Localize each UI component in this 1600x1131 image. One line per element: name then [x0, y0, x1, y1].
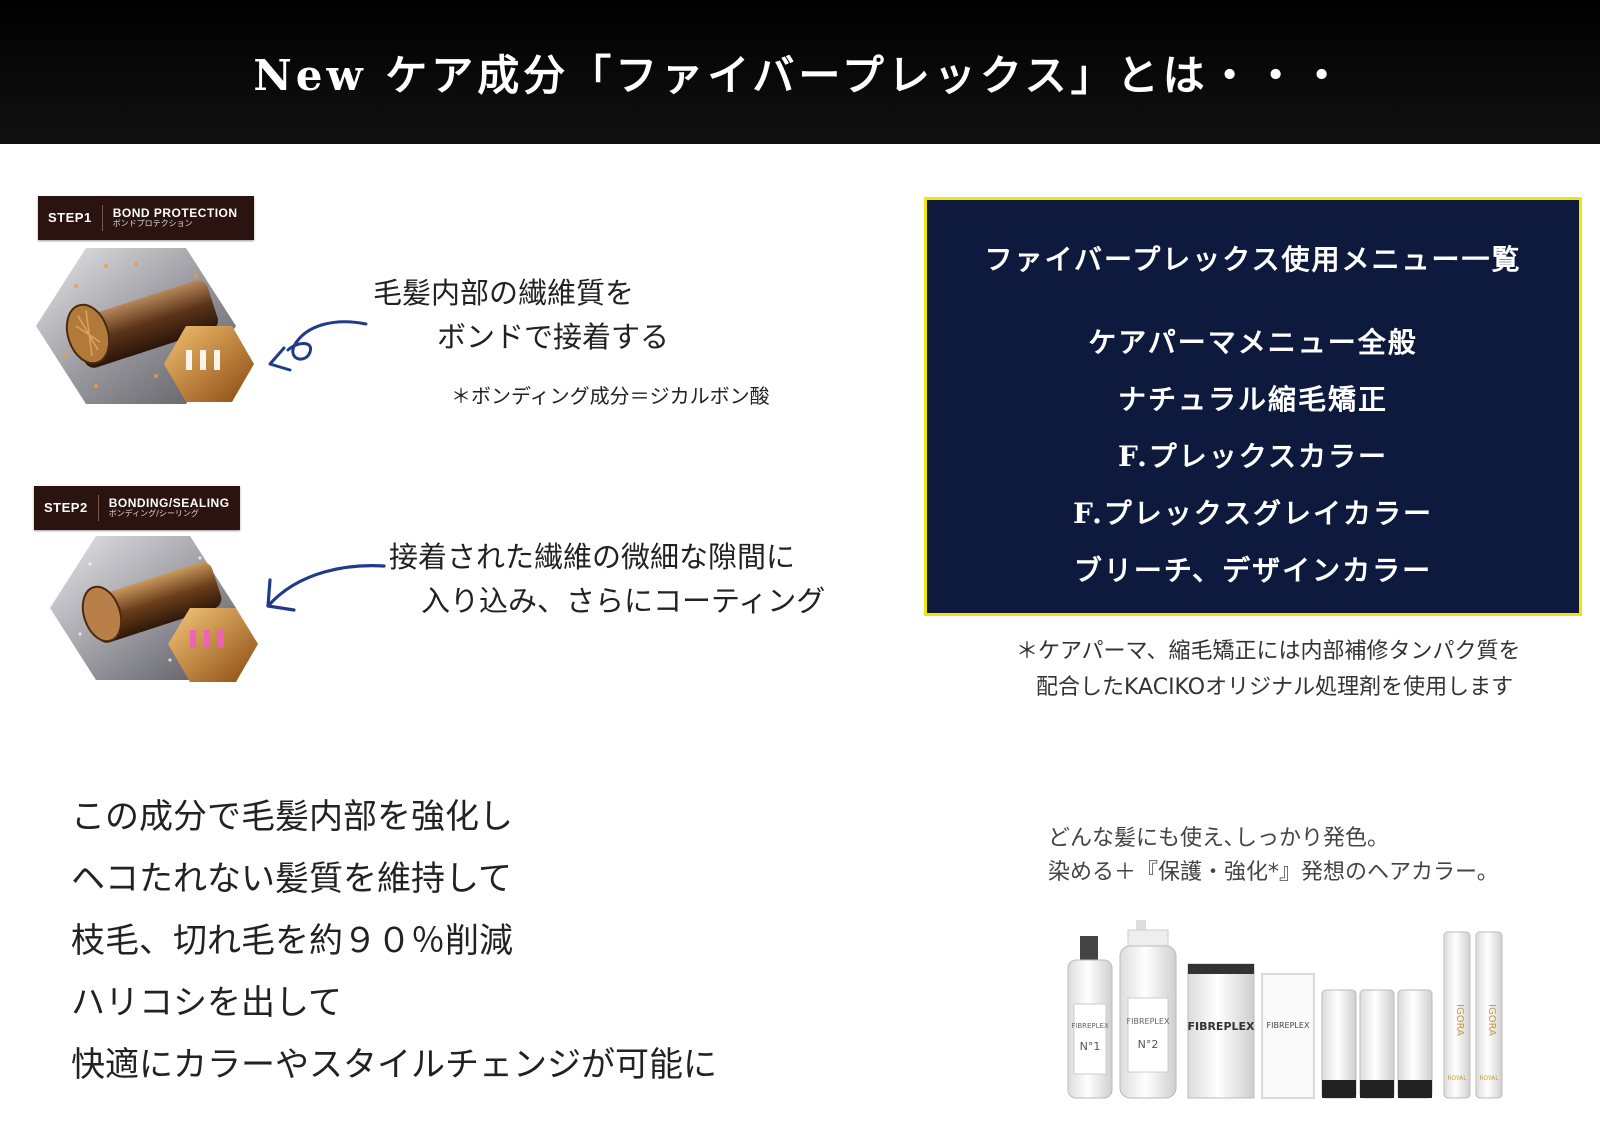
menu-item: ケアパーマメニュー全般	[1088, 326, 1418, 359]
step1-fiber-illustration	[36, 248, 254, 404]
product-tagline: どんな髪にも使え､しっかり発色。 染める＋『保護・強化*』発想のヘアカラー。	[1048, 822, 1499, 890]
benefit-item: 枝毛、切れ毛を約９０％削減	[71, 921, 513, 961]
product-label-no1: N°1	[1080, 1040, 1101, 1053]
step2-badge: STEP2 BONDING/SEALING ボンディング/シーリング	[34, 486, 240, 530]
product-label-royal: ROYAL	[1479, 1075, 1499, 1082]
benefit-item: この成分で毛髪内部を強化し	[71, 797, 513, 837]
menu-panel: ファイバープレックス使用メニュー一覧 ケアパーマメニュー全般 ナチュラル縮毛矯正…	[924, 197, 1582, 616]
benefits-list: この成分で毛髪内部を強化し ヘコたれない髪質を維持して 枝毛、切れ毛を約９０％削…	[71, 786, 717, 1096]
header-bar: New ケア成分「ファイバープレックス」とは・・・	[0, 0, 1600, 144]
step2-number: STEP2	[34, 495, 99, 521]
page-title: New ケア成分「ファイバープレックス」とは・・・	[253, 50, 1347, 100]
product-label-igora: IGORA	[1486, 1004, 1497, 1036]
step1-title-ja: ボンドプロテクション	[112, 219, 193, 229]
benefit-item: ヘコたれない髪質を維持して	[71, 859, 512, 899]
step1-note: ＊ボンディング成分＝ジカルボン酸	[451, 384, 770, 408]
step1-arrow-icon	[268, 320, 368, 372]
product-label-fibreplex: FIBREPLEX	[1187, 1020, 1255, 1033]
menu-item: F.プレックスグレイカラー	[1073, 497, 1433, 530]
menu-title: ファイバープレックス使用メニュー一覧	[984, 243, 1522, 276]
step2-desc-line1: 接着された繊維の微細な隙間に	[389, 540, 796, 574]
product-label-fibreplex: FIBREPLEX	[1127, 1017, 1170, 1026]
step1-description: 毛髪内部の繊維質を ボンドで接着する	[373, 272, 669, 359]
step1-number: STEP1	[38, 205, 103, 231]
benefit-item: ハリコシを出して	[71, 983, 342, 1023]
menu-note-line2: 配合したKACIKOオリジナル処理剤を使用します	[1036, 675, 1514, 700]
step2-title-en: BONDING/SEALING	[108, 496, 230, 510]
product-label-no2: N°2	[1138, 1038, 1159, 1051]
menu-item: ナチュラル縮毛矯正	[1117, 383, 1388, 416]
menu-item: ブリーチ、デザインカラー	[1073, 554, 1433, 587]
tagline-line1: どんな髪にも使え､しっかり発色。	[1048, 826, 1390, 851]
menu-footnote: ＊ケアパーマ、縮毛矯正には内部補修タンパク質を 配合したKACIKOオリジナル処…	[1016, 634, 1520, 706]
tagline-line2: 染める＋『保護・強化*』発想のヘアカラー。	[1048, 860, 1499, 885]
menu-list: ケアパーマメニュー全般 ナチュラル縮毛矯正 F.プレックスカラー F.プレックス…	[927, 314, 1579, 599]
product-lineup-image: FIBREPLEX N°1 FIBREPLEX N°2 FIBREPLEX FI…	[1067, 920, 1503, 1099]
menu-item: F.プレックスカラー	[1118, 440, 1388, 473]
step1-desc-line2: ボンドで接着する	[437, 319, 670, 354]
step1-badge: STEP1 BOND PROTECTION ボンドプロテクション	[38, 196, 254, 240]
product-label-fibreplex: FIBREPLEX	[1071, 1022, 1109, 1030]
step2-title-ja: ボンディング/シーリング	[108, 509, 199, 519]
step2-arrow-icon	[266, 564, 386, 612]
step1-desc-line1: 毛髪内部の繊維質を	[373, 276, 635, 310]
menu-note-line1: ＊ケアパーマ、縮毛矯正には内部補修タンパク質を	[1016, 639, 1521, 664]
product-label-fibreplex: FIBREPLEX	[1267, 1021, 1310, 1030]
product-label-igora: IGORA	[1454, 1004, 1465, 1036]
step2-desc-line2: 入り込み、さらにコーティング	[421, 583, 826, 618]
product-label-royal: ROYAL	[1447, 1075, 1467, 1082]
step2-fiber-illustration	[50, 536, 258, 682]
step2-description: 接着された繊維の微細な隙間に 入り込み、さらにコーティング	[389, 536, 825, 623]
benefit-item: 快適にカラーやスタイルチェンジが可能に	[71, 1045, 717, 1085]
step1-title-en: BOND PROTECTION	[112, 206, 238, 220]
